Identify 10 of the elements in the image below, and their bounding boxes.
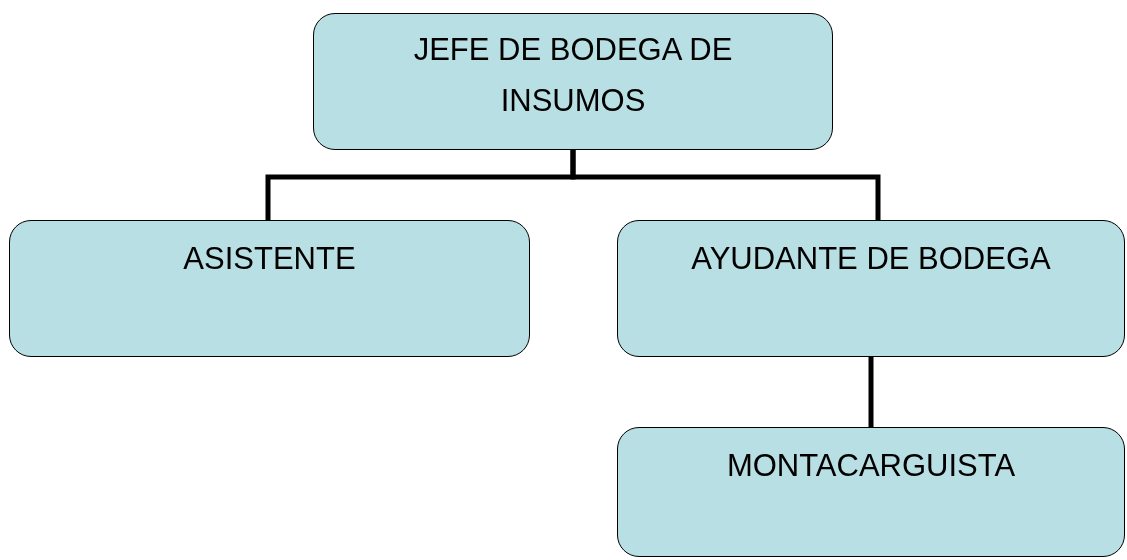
role-title: AYUDANTE DE BODEGA <box>691 240 1051 278</box>
role-title: MONTACARGUISTA <box>726 447 1016 485</box>
org-box <box>617 220 1125 357</box>
connector-line <box>570 150 881 220</box>
connector-line <box>868 357 874 427</box>
org-box <box>313 13 833 150</box>
role-title: JEFE DE BODEGA DE INSUMOS <box>412 31 734 120</box>
org-box <box>617 427 1125 557</box>
org-box <box>9 220 530 357</box>
role-title: ASISTENTE <box>183 240 356 278</box>
